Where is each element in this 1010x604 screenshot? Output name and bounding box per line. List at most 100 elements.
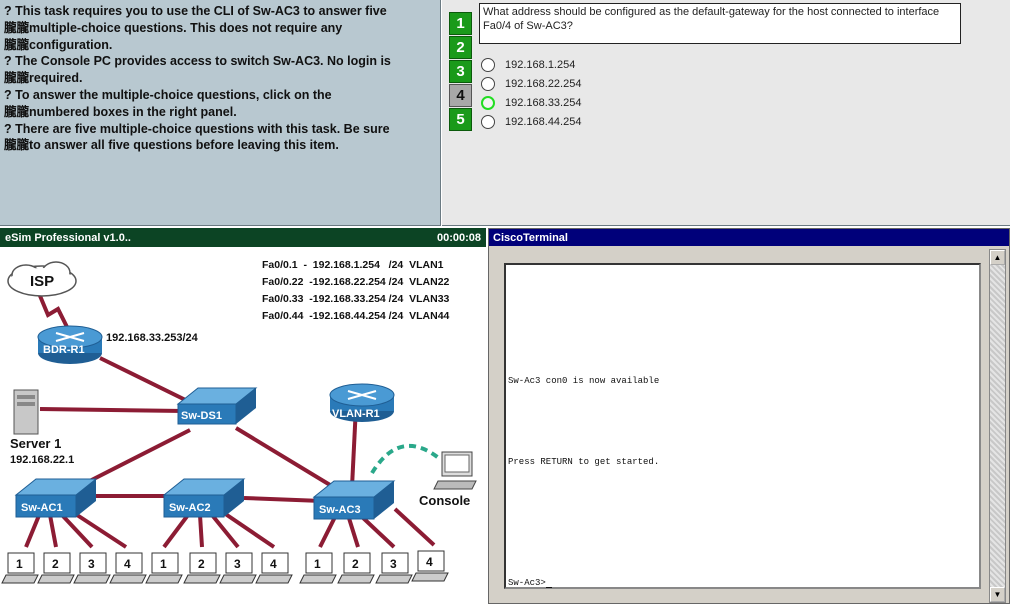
router-icon[interactable] (329, 383, 395, 422)
instruction-line: 朧朧to answer all five questions before le… (4, 138, 339, 153)
vlan-router-label: VLAN-R1 (332, 408, 380, 420)
instruction-line: ? To answer the multiple-choice question… (4, 87, 332, 102)
access-switch-label: Sw-AC1 (21, 502, 63, 514)
answer-label: 192.168.1.254 (505, 59, 576, 71)
host-pc-icon[interactable] (37, 552, 75, 584)
host-pc-icon[interactable] (299, 552, 337, 584)
simulator-title: eSim Professional v1.0.. (5, 231, 131, 244)
simulator-panel: eSim Professional v1.0.. 00:00:08 (0, 228, 486, 604)
host-pc-icon[interactable] (411, 550, 449, 582)
link-server-ds (39, 407, 185, 413)
switch-icon[interactable] (14, 478, 98, 518)
host-pc-icon[interactable] (375, 552, 413, 584)
simulator-titlebar: eSim Professional v1.0.. 00:00:08 (0, 228, 486, 247)
scroll-up-icon[interactable]: ▲ (990, 250, 1005, 265)
host-numbers: 1 2 3 4 1 2 3 4 1 2 3 4 (16, 555, 433, 571)
terminal-prompt-line[interactable]: Sw-Ac3> (508, 578, 552, 588)
console-label: Console (419, 493, 470, 508)
terminal-line: Press RETURN to get started. (508, 457, 660, 467)
host-number: 1 (160, 557, 167, 571)
host-number: 2 (198, 557, 205, 571)
terminal-titlebar: CiscoTerminal (489, 229, 1009, 246)
answer-option[interactable]: 192.168.22.254 (481, 75, 581, 93)
host-number: 3 (390, 557, 397, 571)
vlan-entry: Fa0/0.44 -192.168.44.254 /24 VLAN44 (262, 310, 450, 322)
host-pc-icon[interactable] (1, 552, 39, 584)
link-ac2-ac3 (243, 496, 323, 503)
terminal-prompt: Sw-Ac3> (508, 578, 546, 588)
answer-option[interactable]: 192.168.44.254 (481, 113, 581, 131)
server-icon[interactable] (13, 389, 39, 435)
isp-label: ISP (30, 273, 54, 290)
answer-option[interactable]: 192.168.33.254 (481, 94, 581, 112)
access-switch-label: Sw-AC3 (319, 504, 361, 516)
topology-diagram: ISP Fa0/0.1 - 192.168.1.254 /24 VLAN1 Fa… (1, 259, 477, 584)
instruction-line: 朧朧numbered boxes in the right panel. (4, 104, 237, 119)
host-pc-icon[interactable] (337, 552, 375, 584)
switch-icon[interactable] (176, 387, 258, 425)
switch-icon[interactable] (312, 480, 396, 520)
question-number-2[interactable]: 2 (449, 36, 472, 59)
instruction-line: 朧朧multiple-choice questions. This does n… (4, 20, 343, 35)
instruction-line: 朧朧required. (4, 71, 83, 86)
question-text: What address should be configured as the… (479, 3, 961, 44)
instructions-panel: ? This task requires you to use the CLI … (0, 0, 441, 226)
router-label: BDR-R1 (43, 344, 85, 356)
terminal-window: CiscoTerminal Sw-Ac3 con0 is now availab… (488, 228, 1010, 604)
vlan-entry: Fa0/0.1 - 192.168.1.254 /24 VLAN1 (262, 259, 444, 271)
terminal-line: Sw-Ac3 con0 is now available (508, 376, 660, 386)
router-ip: 192.168.33.253/24 (106, 332, 199, 344)
instruction-line: ? The Console PC provides access to swit… (4, 54, 391, 69)
terminal-screen[interactable]: Sw-Ac3 con0 is now available Press RETUR… (504, 263, 981, 589)
text-cursor (545, 579, 552, 588)
link-ac3-host4 (393, 507, 436, 547)
console-pc-icon[interactable] (433, 451, 477, 490)
radio-button[interactable] (481, 58, 495, 72)
host-pcs (1, 550, 449, 584)
host-number: 4 (124, 557, 131, 571)
host-number: 3 (88, 557, 95, 571)
radio-button-selected[interactable] (481, 96, 495, 110)
instruction-line: ? This task requires you to use the CLI … (4, 4, 387, 18)
host-number: 1 (314, 557, 321, 571)
host-number: 2 (352, 557, 359, 571)
host-pc-icon[interactable] (183, 552, 221, 584)
cloud-icon (7, 261, 77, 297)
host-number: 4 (270, 557, 277, 571)
router-icon[interactable] (37, 325, 103, 364)
question-number-3[interactable]: 3 (449, 60, 472, 83)
answer-label: 192.168.22.254 (505, 78, 582, 90)
answer-option[interactable]: 192.168.1.254 (481, 56, 575, 74)
question-number-5[interactable]: 5 (449, 108, 472, 131)
host-pc-icon[interactable] (109, 552, 147, 584)
isp-link (36, 290, 72, 334)
answer-label: 192.168.44.254 (505, 116, 582, 128)
ds-switch-label: Sw-DS1 (181, 410, 222, 422)
host-pc-icon[interactable] (145, 552, 183, 584)
question-panel: 1 2 3 4 5 What address should be configu… (442, 0, 1010, 226)
instruction-line: ? There are five multiple-choice questio… (4, 121, 390, 136)
vlan-entry: Fa0/0.33 -192.168.33.254 /24 VLAN33 (262, 293, 450, 305)
radio-button[interactable] (481, 115, 495, 129)
access-switch-label: Sw-AC2 (169, 502, 211, 514)
switch-icon[interactable] (162, 478, 246, 518)
instruction-line: 朧朧configuration. (4, 37, 113, 52)
host-pc-icon[interactable] (73, 552, 111, 584)
radio-button[interactable] (481, 77, 495, 91)
host-pc-icon[interactable] (255, 552, 293, 584)
console-cable (370, 443, 442, 475)
host-number: 4 (426, 555, 433, 569)
host-number: 2 (52, 557, 59, 571)
link-ds-ac3 (234, 426, 342, 493)
simulator-timer: 00:00:08 (436, 231, 481, 244)
scroll-down-icon[interactable]: ▼ (990, 587, 1005, 602)
vertical-scrollbar[interactable]: ▲ ▼ (989, 249, 1006, 603)
server-ip: 192.168.22.1 (10, 454, 74, 466)
network-links (24, 290, 436, 549)
host-number: 3 (234, 557, 241, 571)
question-number-1[interactable]: 1 (449, 12, 472, 35)
question-number-4[interactable]: 4 (449, 84, 472, 107)
host-pc-icon[interactable] (219, 552, 257, 584)
vlan-entry: Fa0/0.22 -192.168.22.254 /24 VLAN22 (262, 276, 450, 288)
answer-label: 192.168.33.254 (505, 97, 582, 109)
